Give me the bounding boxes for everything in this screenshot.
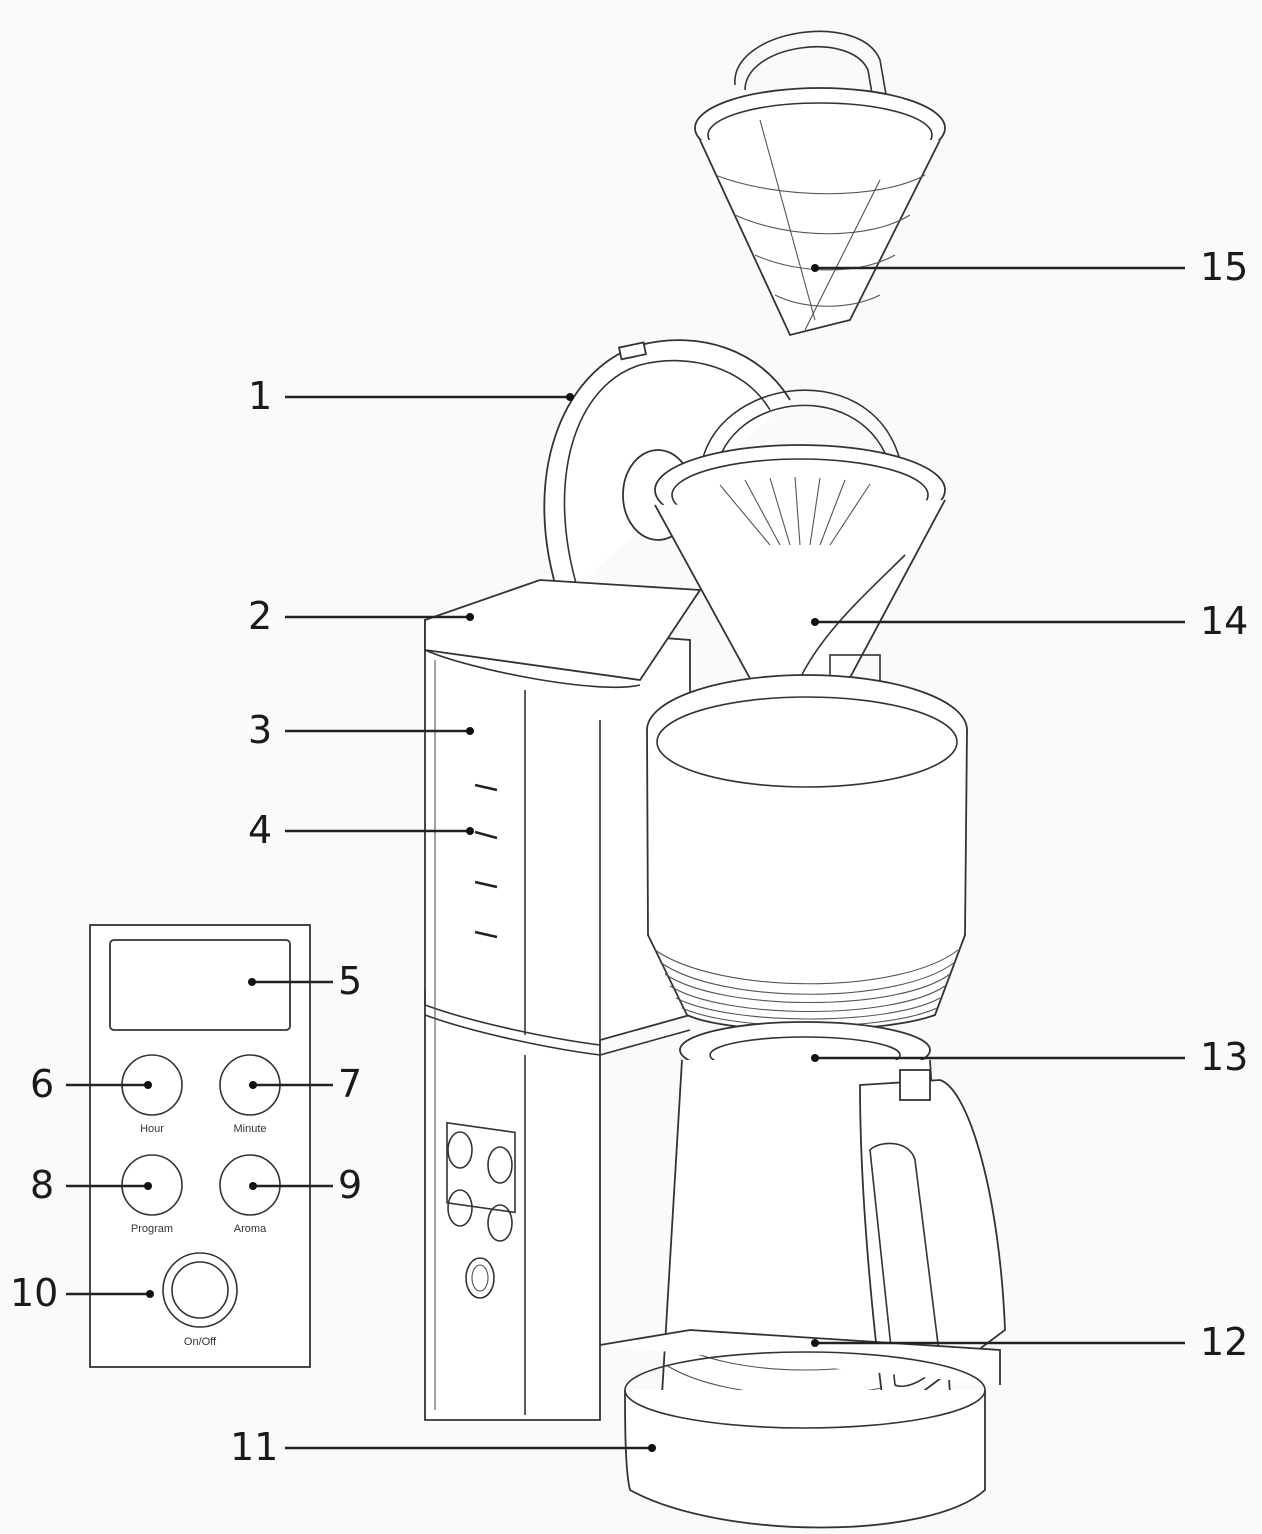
callout-13: 13 xyxy=(1200,1035,1248,1079)
reusable-filter-basket xyxy=(694,30,946,337)
callout-7: 7 xyxy=(338,1062,362,1106)
callout-4: 4 xyxy=(248,808,272,852)
dot-9 xyxy=(249,1182,257,1190)
callout-1: 1 xyxy=(248,374,272,418)
onoff-button-outer xyxy=(162,1252,238,1328)
aroma-label: Aroma xyxy=(234,1223,267,1235)
dot-4 xyxy=(466,827,474,835)
dot-6 xyxy=(144,1081,152,1089)
callout-numbers: 15 14 13 12 1 2 3 4 5 6 7 8 9 10 11 xyxy=(10,245,1248,1469)
callout-5: 5 xyxy=(338,959,362,1003)
onoff-button-inner xyxy=(171,1261,229,1319)
callout-6: 6 xyxy=(30,1062,54,1106)
dot-12 xyxy=(811,1339,819,1347)
program-label: Program xyxy=(131,1223,173,1235)
onoff-label: On/Off xyxy=(184,1336,217,1348)
dot-14 xyxy=(811,618,819,626)
callout-8: 8 xyxy=(30,1163,54,1207)
callout-9: 9 xyxy=(338,1163,362,1207)
control-panel-detail: Hour Minute Program Aroma On/Off xyxy=(89,924,311,1368)
callout-11: 11 xyxy=(230,1425,278,1469)
brew-chamber xyxy=(646,674,968,1031)
leader-lines xyxy=(66,264,1185,1452)
dot-10 xyxy=(146,1290,154,1298)
callout-12: 12 xyxy=(1200,1320,1248,1364)
dot-11 xyxy=(648,1444,656,1452)
display-screen xyxy=(109,939,291,1031)
filter-holder xyxy=(622,389,946,731)
callout-10: 10 xyxy=(10,1271,58,1315)
dot-5 xyxy=(248,978,256,986)
dot-2 xyxy=(466,613,474,621)
callout-15: 15 xyxy=(1200,245,1248,289)
dot-1 xyxy=(566,393,574,401)
callout-14: 14 xyxy=(1200,599,1248,643)
dot-7 xyxy=(249,1081,257,1089)
warming-plate-base xyxy=(599,1329,1001,1529)
minute-label: Minute xyxy=(233,1123,266,1135)
dot-8 xyxy=(144,1182,152,1190)
main-housing xyxy=(424,579,702,1421)
dot-3 xyxy=(466,727,474,735)
dot-13 xyxy=(811,1054,819,1062)
dot-15 xyxy=(811,264,819,272)
callout-2: 2 xyxy=(248,594,272,638)
hour-label: Hour xyxy=(140,1123,164,1135)
callout-3: 3 xyxy=(248,708,272,752)
